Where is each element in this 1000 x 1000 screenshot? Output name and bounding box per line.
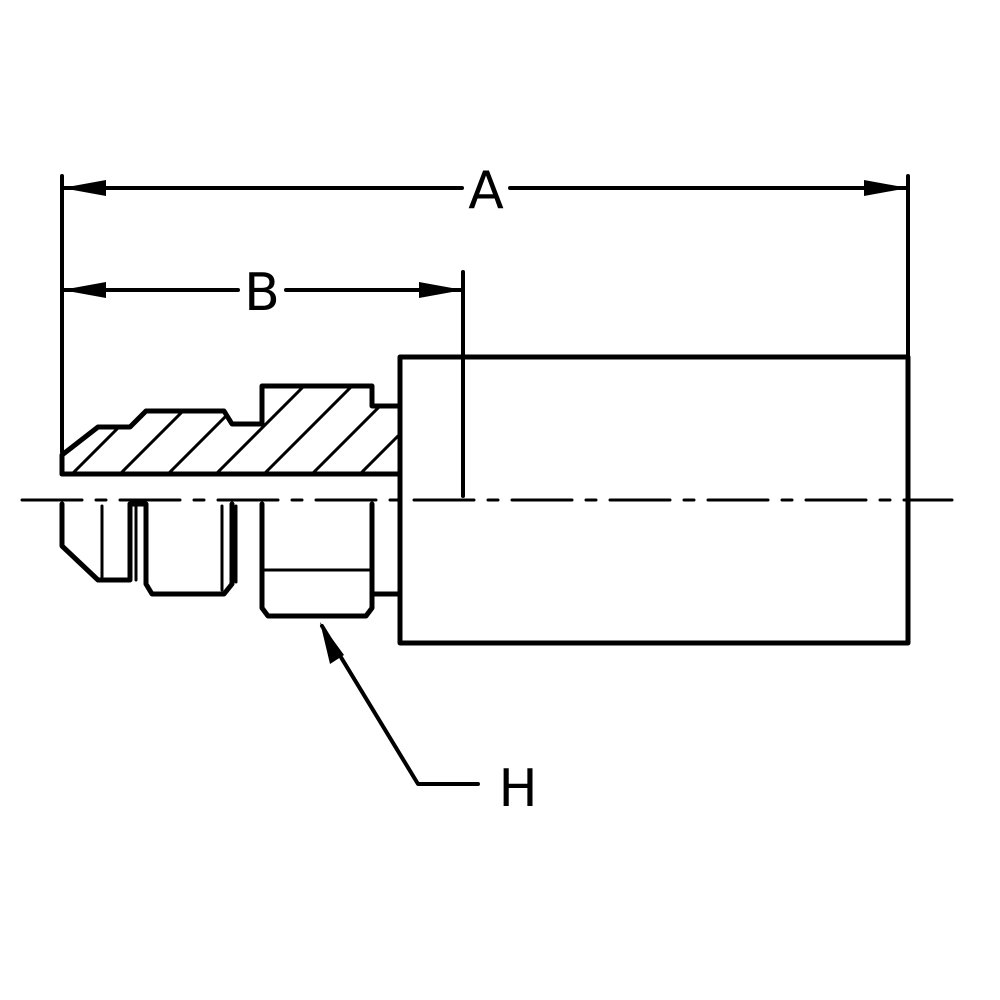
thread-body (127, 501, 235, 597)
leader-h: H (320, 622, 538, 819)
dimension-b-label: B (244, 263, 280, 323)
arrowhead-b-left-icon (62, 282, 106, 298)
leader-h-line (320, 624, 480, 786)
ferrule-body (397, 354, 911, 646)
arrowhead-b-right-icon (419, 282, 463, 298)
dimension-a: A (60, 161, 910, 221)
dimension-a-label: A (468, 161, 504, 221)
leader-h-arrow-icon (320, 622, 344, 664)
dimension-b: B (60, 263, 465, 323)
arrowhead-a-right-icon (864, 180, 908, 196)
dimension-h-label: H (498, 759, 537, 819)
fitting-section-outline (59, 383, 403, 477)
hex-nut (259, 501, 375, 619)
extension-lines (60, 174, 910, 498)
arrowhead-a-left-icon (62, 180, 106, 196)
flare-end (59, 501, 133, 583)
fitting-exterior (59, 501, 403, 619)
